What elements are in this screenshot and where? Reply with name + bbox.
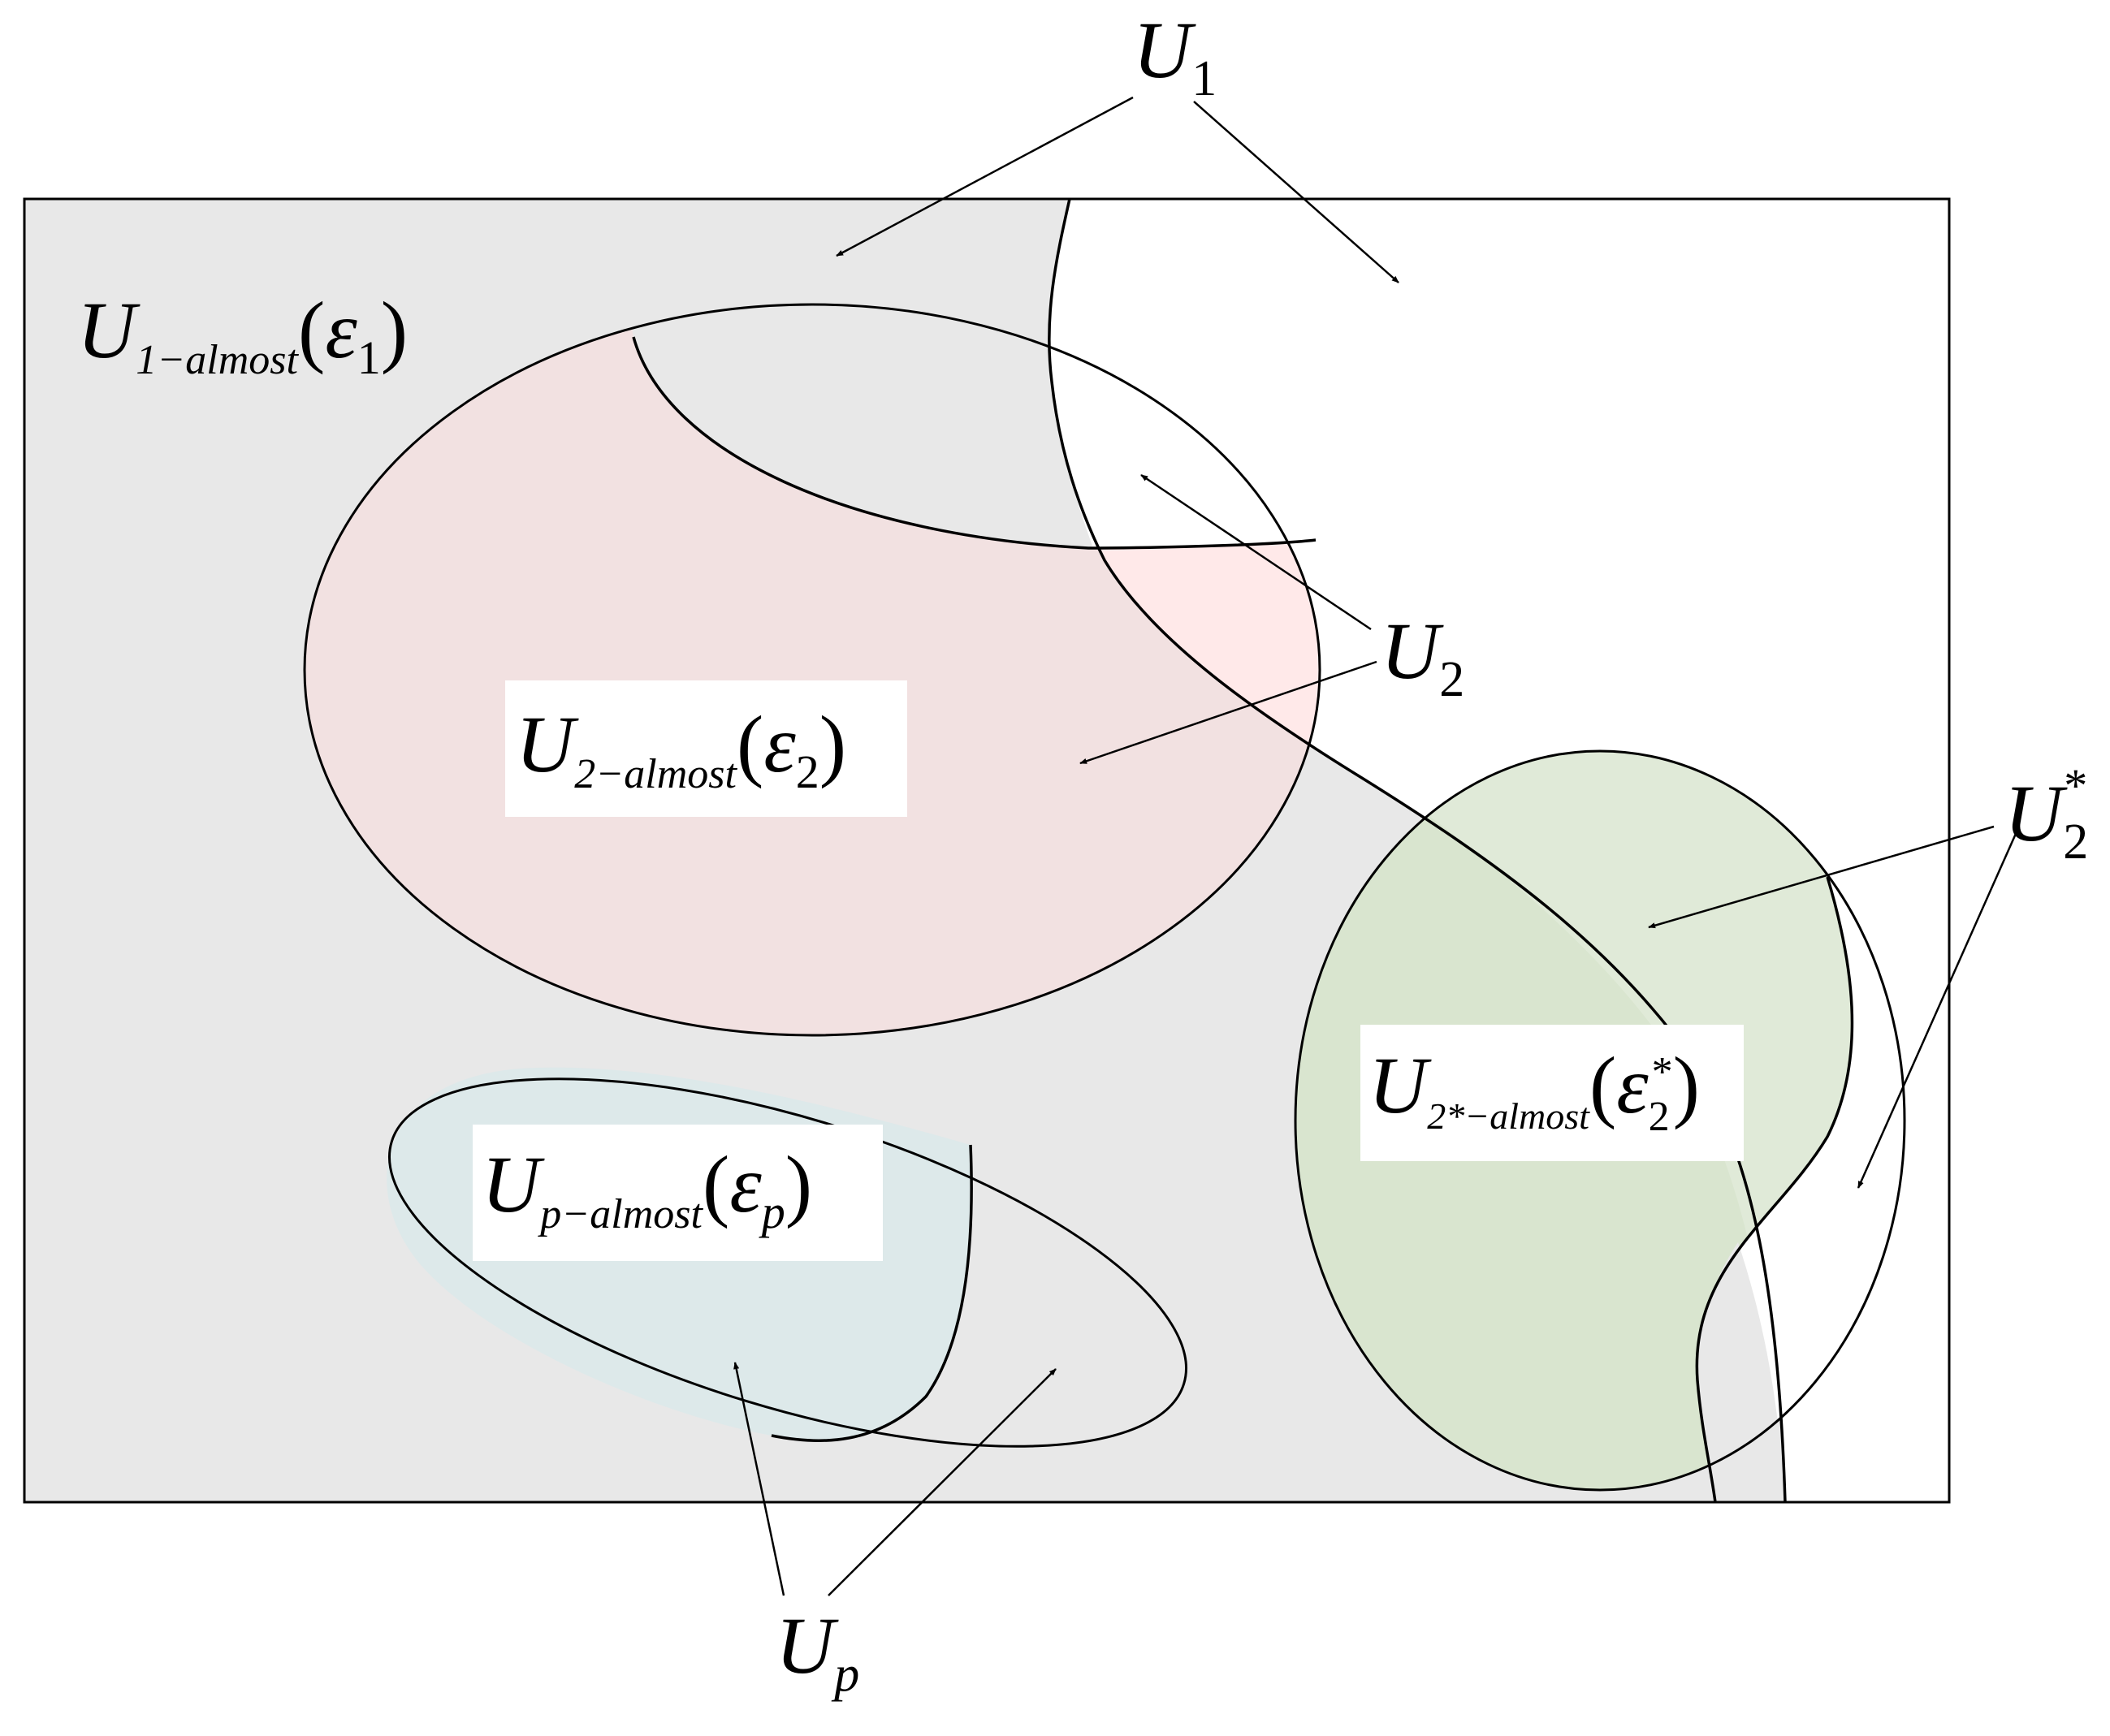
arrow-u2-top [1140, 473, 1372, 631]
u2-inner-arc [632, 336, 1317, 550]
label-u2-almost: U2−almost(ε2) [516, 699, 846, 798]
arrow-up-left [733, 1362, 785, 1596]
arrow-u2-bottom [1079, 660, 1377, 765]
label-u1: U1 [1133, 5, 1217, 106]
label-up: Up [776, 1600, 859, 1702]
u2star-almost-label-bg [1360, 1025, 1744, 1161]
up-inner-boundary [771, 1144, 973, 1442]
u2-almost-label-bg [505, 680, 907, 817]
label-u2star: U2* [2004, 759, 2088, 870]
arrow-u2star-right [1857, 827, 2020, 1189]
arrow-u2star-left [1648, 825, 1995, 929]
u2-almost-outline [303, 303, 1321, 1037]
arrow-u1-right [1193, 101, 1399, 283]
arrow-u1-left [836, 96, 1134, 257]
u2star-almost-outline [1294, 749, 1906, 1492]
universe-border [23, 197, 1951, 1504]
label-u2: U2 [1381, 606, 1464, 707]
label-up-almost: Up−almost(εp) [482, 1139, 812, 1238]
u2star-wavy-boundary [1695, 876, 1854, 1503]
arrow-up-right [828, 1368, 1057, 1596]
label-u2star-almost: U2*−almost(ε2*) [1368, 1040, 1700, 1140]
label-u1-almost: U1−almost(ε1) [77, 285, 408, 384]
up-almost-outline [388, 1077, 1187, 1448]
up-almost-label-bg [473, 1125, 883, 1261]
